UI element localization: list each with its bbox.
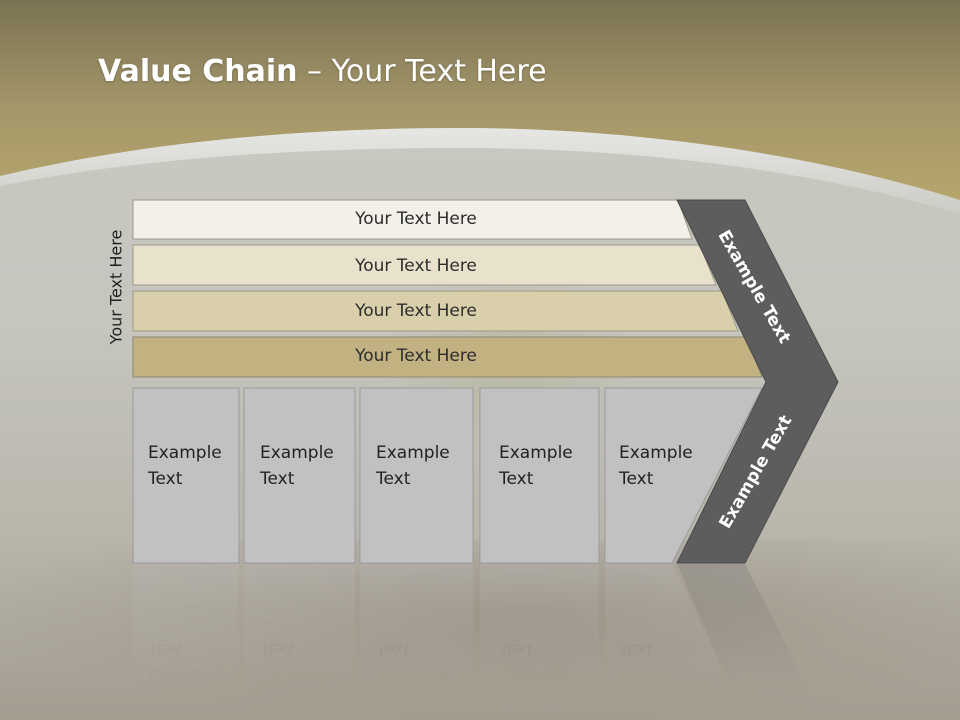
activity-cell-3 <box>359 387 474 564</box>
header-arc-highlight <box>0 128 960 214</box>
activity-cell-1 <box>132 387 240 564</box>
reflection: Text Example Text Example Text Example T… <box>0 564 960 720</box>
cell-label-4-line1: Example <box>499 443 573 463</box>
reflection-cell-text-1b: Example <box>148 665 222 685</box>
row-label-2: Your Text Here <box>355 256 477 276</box>
row-bar-2 <box>132 244 717 286</box>
row-label-4: Your Text Here <box>355 346 477 366</box>
cell-label-1: Example Text <box>148 440 222 492</box>
cell-label-5-line1: Example <box>619 443 693 463</box>
cell-label-5: Example Text <box>619 440 693 492</box>
row-bar-3 <box>132 290 739 332</box>
reflection-cell-text-4b: Example <box>499 665 573 685</box>
title-rest: – Your Text Here <box>297 54 547 89</box>
cell-label-5-line2: Text <box>619 469 654 489</box>
row-bar-4 <box>132 336 763 378</box>
reflection-cell-text-3: Text <box>376 639 411 659</box>
reflection-cell-text-4: Text <box>499 639 534 659</box>
row-label-3: Your Text Here <box>355 301 477 321</box>
header-band <box>0 0 960 200</box>
title-bold: Value Chain <box>98 54 298 89</box>
cell-label-3: Example Text <box>376 440 450 492</box>
reflection-cell-text-2: Text <box>260 639 295 659</box>
reflection-cell-text-1: Text <box>148 639 183 659</box>
cell-label-2: Example Text <box>260 440 334 492</box>
reflection-cell-text-3b: Example <box>376 665 450 685</box>
activity-cell-4 <box>479 387 600 564</box>
activity-cell-2 <box>243 387 356 564</box>
row-bar-1 <box>132 199 693 240</box>
cell-label-1-line1: Example <box>148 443 222 463</box>
activity-cell-5 <box>604 387 763 564</box>
reflection-cell-text-5: Text <box>619 639 654 659</box>
row-label-1: Your Text Here <box>355 209 477 229</box>
slide-title: Value Chain – Your Text Here <box>98 54 547 89</box>
reflection-cell-text-5b: Example <box>619 665 693 685</box>
side-label: Your Text Here <box>106 229 126 345</box>
cell-label-4-line2: Text <box>499 469 534 489</box>
cell-label-3-line2: Text <box>376 469 411 489</box>
reflection-cell-text-2b: Example <box>260 665 334 685</box>
margin-chevron <box>676 199 839 564</box>
cell-label-3-line1: Example <box>376 443 450 463</box>
cell-label-1-line2: Text <box>148 469 183 489</box>
cell-label-2-line1: Example <box>260 443 334 463</box>
cell-label-4: Example Text <box>499 440 573 492</box>
cell-label-2-line2: Text <box>260 469 295 489</box>
